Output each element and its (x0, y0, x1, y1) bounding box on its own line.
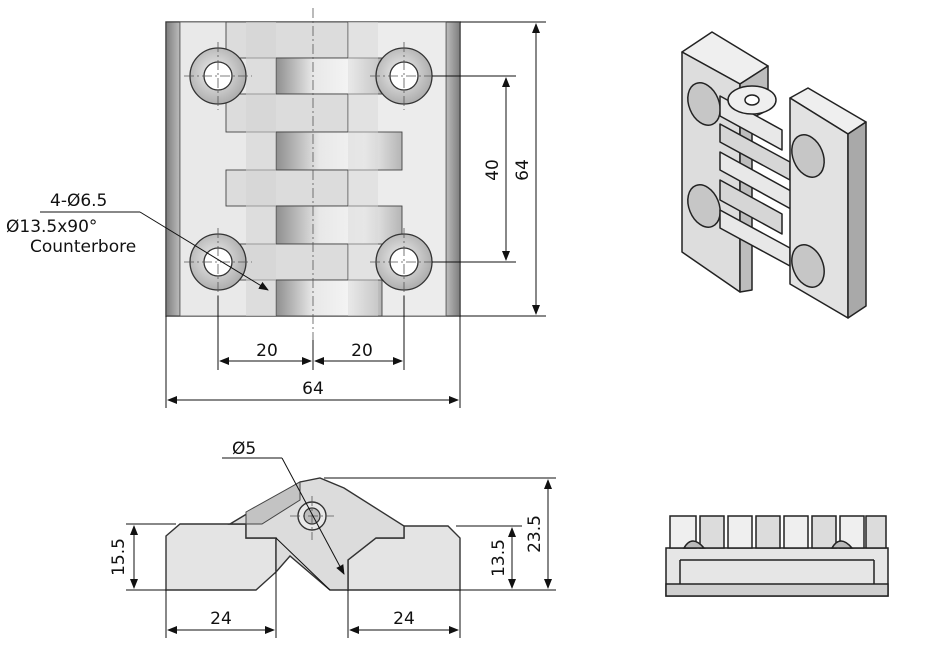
dim-side-overall-height: 23.5 (525, 515, 545, 553)
knuckle-1 (225, 21, 349, 59)
shade-strip-right (348, 22, 378, 316)
pin-diameter: Ø5 (232, 439, 256, 459)
end-hole-left (682, 540, 706, 549)
dim-left-half: 20 (256, 341, 278, 361)
iso-right-leaf-edge (847, 121, 867, 319)
hole-note-counterbore-size: Ø13.5x90° (6, 217, 97, 237)
knuckle-4 (275, 131, 403, 171)
left-edge-bevel (165, 21, 181, 317)
hole-top-left (184, 42, 252, 110)
dim-left-height: 15.5 (109, 538, 129, 576)
end-hole-right (830, 540, 854, 549)
iso-pin-hole (744, 94, 760, 106)
front-view: 4-Ø6.5 Ø13.5x90° Counterbore 40 64 20 20… (6, 8, 546, 408)
iso-hole-left-upper (687, 82, 721, 126)
end-knuckle-8 (865, 515, 887, 549)
dim-overall-width: 64 (302, 379, 324, 399)
end-knuckle-2 (699, 515, 725, 549)
pin-leader (281, 457, 345, 575)
iso-knuckle-4 (719, 179, 783, 235)
end-knuckle-4 (755, 515, 781, 549)
iso-hole-right-lower (791, 244, 825, 288)
side-view: Ø5 15.5 13.5 23.5 24 24 (109, 439, 556, 638)
hole-top-right (370, 42, 438, 110)
dim-right-leaf: 24 (393, 609, 415, 629)
hole-note-qty: 4-Ø6.5 (50, 191, 107, 211)
hole-note-type: Counterbore (30, 237, 136, 257)
iso-hole-left-lower (687, 184, 721, 228)
dim-overall-height: 64 (513, 159, 533, 181)
dim-hole-spacing-vertical: 40 (483, 159, 503, 181)
isometric-view (681, 31, 867, 319)
knuckle-6 (275, 205, 403, 245)
dim-left-leaf: 24 (210, 609, 232, 629)
hole-bottom-right (370, 228, 438, 296)
knuckle-5 (225, 169, 349, 207)
end-knuckle-3 (727, 515, 753, 549)
side-knuckle-bevel (245, 481, 301, 525)
end-knuckle-6 (811, 515, 837, 549)
dim-right-half: 20 (351, 341, 373, 361)
dim-right-height: 13.5 (489, 539, 509, 577)
end-knuckle-5 (783, 515, 809, 549)
hole-note-leader (139, 211, 269, 291)
end-base-lip (665, 583, 889, 597)
iso-hole-right-upper (791, 134, 825, 178)
right-edge-bevel (445, 21, 461, 317)
end-view (665, 515, 889, 597)
shade-strip-left (246, 22, 276, 316)
knuckle-3 (225, 93, 349, 133)
